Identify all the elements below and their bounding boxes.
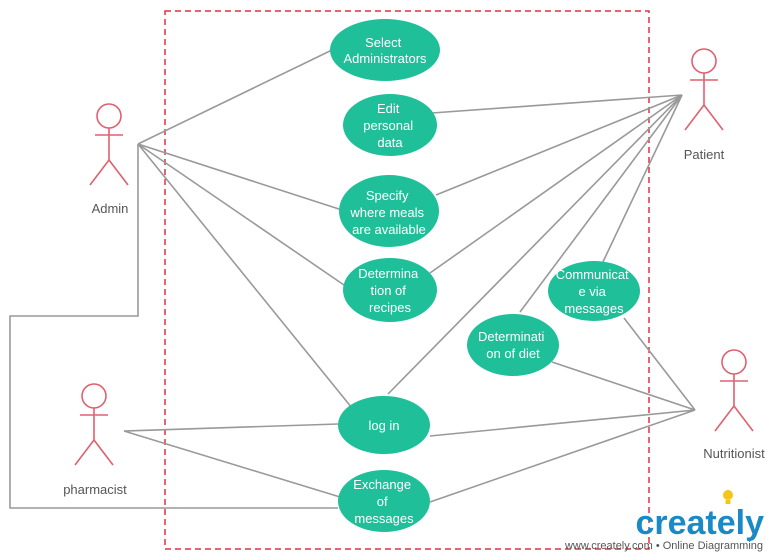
use-case-exchange-messages: Exchange of messages — [338, 470, 430, 532]
assoc-pharmacist-login — [123, 423, 339, 432]
lightbulb-icon — [723, 490, 733, 504]
use-case-specify-meals: Specify where meals are available — [339, 175, 439, 247]
assoc-nutritionist-determination-diet — [551, 361, 696, 411]
actor-pharmacist-figure — [74, 383, 114, 466]
actor-admin-label: Admin — [92, 201, 129, 216]
assoc-admin-login — [137, 143, 353, 409]
use-case-edit-personal-data: Edit personal data — [343, 94, 437, 156]
use-case-select-administrators: Select Administrators — [330, 19, 440, 81]
use-case-exchange-messages-text: Exchange of messages — [353, 477, 414, 526]
use-case-communicate: Communicat e via messages — [548, 261, 640, 321]
use-case-edit-personal-data-text: Edit personal data — [363, 101, 417, 150]
actor-patient-figure — [684, 48, 724, 131]
actors — [74, 48, 754, 466]
assoc-patient-edit-personal — [431, 94, 683, 114]
assoc-admin-specify-meals — [137, 143, 343, 211]
use-case-determination-recipes: Determina tion of recipes — [343, 258, 437, 322]
assoc-patient-determination-recipes — [429, 94, 683, 274]
actor-nutritionist-label: Nutritionist — [703, 446, 765, 461]
assoc-patient-determination-diet — [519, 94, 683, 313]
assoc-nutritionist-login — [429, 409, 696, 437]
associations — [9, 49, 696, 509]
assoc-pharmacist-exchange — [123, 430, 341, 498]
use-case-determination-diet: Determinati on of diet — [467, 314, 559, 376]
system-boundary — [164, 10, 650, 550]
actor-patient-label: Patient — [684, 147, 725, 162]
creately-logo: creately — [635, 504, 764, 542]
actor-pharmacist-label: pharmacist — [63, 482, 127, 497]
assoc-patient-specify-meals — [435, 94, 683, 196]
assoc-patient-login — [387, 94, 683, 395]
assoc-patient-communicate — [601, 94, 683, 265]
use-case-determination-recipes-text: Determina tion of recipes — [358, 266, 422, 315]
assoc-nutritionist-communicate — [623, 317, 696, 411]
assoc-admin-select-admins — [137, 49, 333, 145]
footer-text: www.creately.com • Online Diagramming — [564, 540, 763, 552]
assoc-nutritionist-exchange — [429, 409, 696, 503]
assoc-admin-exchange — [9, 144, 338, 509]
use-case-specify-meals-text: Specify where meals are available — [349, 188, 427, 237]
use-case-login: log in — [338, 396, 430, 454]
use-case-determination-diet-text: Determinati on of diet — [478, 329, 548, 361]
actor-admin-figure — [89, 103, 129, 186]
use-case-communicate-text: Communicat e via messages — [556, 267, 633, 316]
use-case-login-text: log in — [368, 418, 399, 433]
assoc-admin-determination-recipes — [137, 143, 345, 286]
actor-nutritionist-figure — [714, 349, 754, 432]
use-case-select-administrators-text: Select Administrators — [343, 35, 427, 66]
